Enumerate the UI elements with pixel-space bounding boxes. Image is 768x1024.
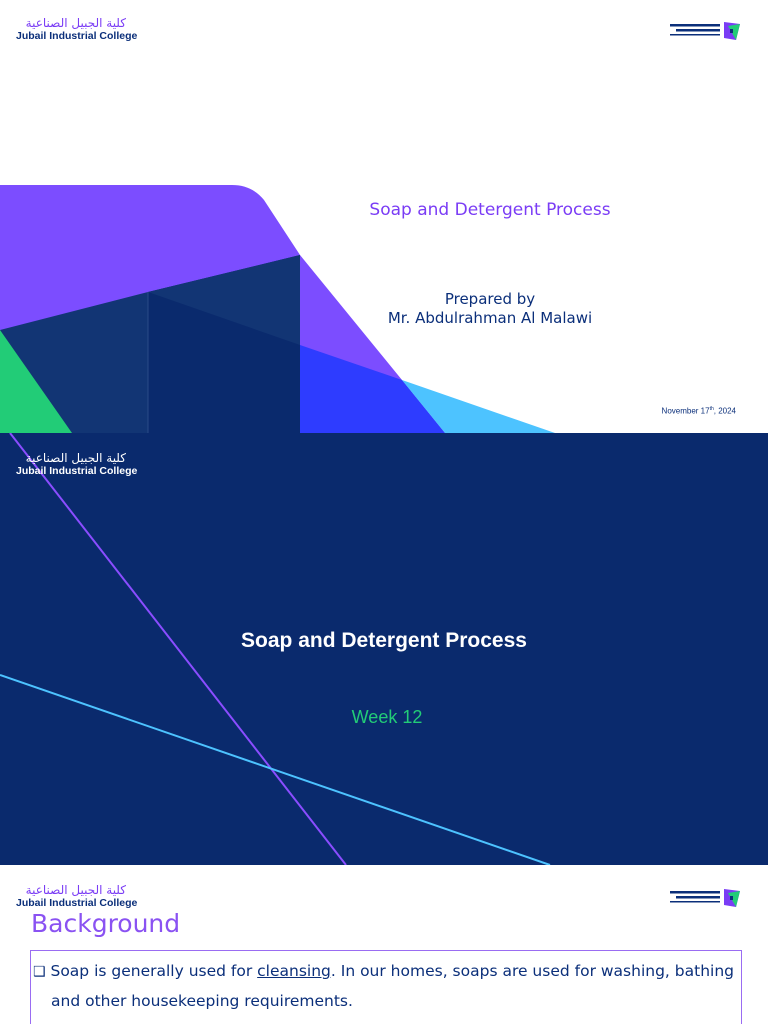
presentation-date: November 17th, 2024 <box>662 406 736 416</box>
college-logo: كلية الجبيل الصناعية Jubail Industrial C… <box>16 451 137 477</box>
presenter-name: Mr. Abdulrahman Al Malawi <box>387 309 593 327</box>
prepared-by-label: Prepared by <box>444 290 536 308</box>
college-arabic-name: كلية الجبيل الصناعية <box>25 883 126 897</box>
content-box: ❑ Soap is generally used for cleansing. … <box>30 950 742 1024</box>
bullet-text-part2: . In our homes, soaps are used for washi… <box>330 962 734 980</box>
title-slide: كلية الجبيل الصناعية Jubail Industrial C… <box>0 0 768 433</box>
week-slide: كلية الجبيل الصناعية Jubail Industrial C… <box>0 433 768 865</box>
rcjy-logo-icon <box>670 22 740 40</box>
prepared-by-block: Prepared by Mr. Abdulrahman Al Malawi <box>330 290 650 328</box>
decorative-lines <box>0 433 551 865</box>
week-label: Week 12 <box>351 707 423 727</box>
date-year: , 2024 <box>713 406 736 416</box>
slide-title: Soap and Detergent Process <box>241 629 527 652</box>
college-english-name: Jubail Industrial College <box>16 465 138 477</box>
background-slide: كلية الجبيل الصناعية Jubail Industrial C… <box>0 865 768 1024</box>
college-logo: كلية الجبيل الصناعية Jubail Industrial C… <box>16 16 137 42</box>
college-logo: كلية الجبيل الصناعية Jubail Industrial C… <box>16 883 137 909</box>
bullet-text-part1: Soap is generally used for <box>45 962 258 980</box>
date-day: November 17 <box>661 406 710 416</box>
rcjy-logo-icon <box>670 889 740 907</box>
presentation-title: Soap and Detergent Process <box>369 200 611 220</box>
date-suffix: th <box>709 406 714 412</box>
cleansing-link[interactable]: cleansing <box>257 962 331 980</box>
college-arabic-name: كلية الجبيل الصناعية <box>25 451 126 465</box>
decorative-shapes <box>0 185 555 433</box>
college-english-name: Jubail Industrial College <box>16 897 138 909</box>
college-arabic-name: كلية الجبيل الصناعية <box>25 16 126 30</box>
section-heading: Background <box>31 909 181 938</box>
checkbox-bullet-icon: ❑ <box>33 964 46 980</box>
bullet-item: ❑ Soap is generally used for cleansing. … <box>33 957 753 1016</box>
college-english-name: Jubail Industrial College <box>16 30 138 42</box>
bullet-text-line2: and other housekeeping requirements. <box>51 992 353 1010</box>
